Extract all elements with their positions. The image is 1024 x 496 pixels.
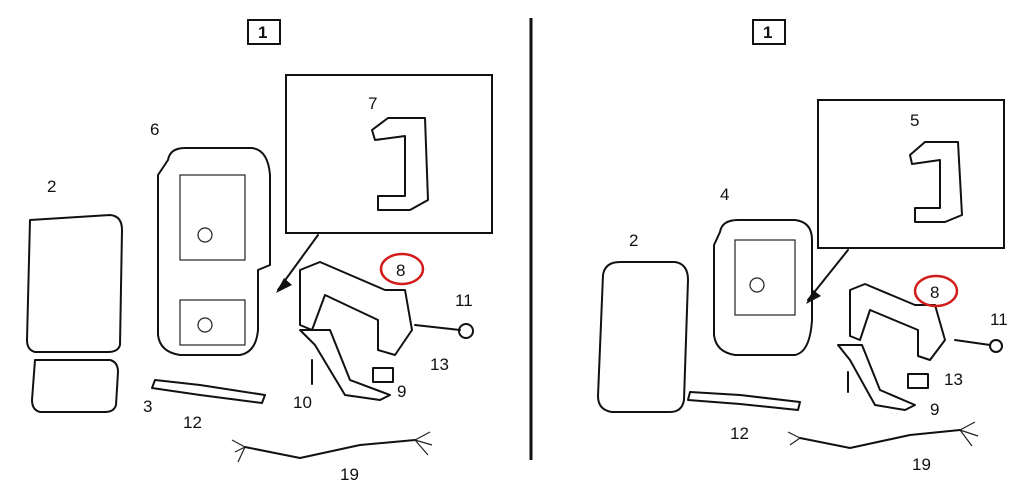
motor-screw-icon (749, 277, 765, 293)
part-6-housing (157, 147, 271, 356)
section-label-box (752, 19, 786, 45)
part-3-glass (31, 359, 119, 413)
callout-9: 9 (397, 382, 406, 401)
part-7-cap (371, 117, 429, 211)
callout-12: 12 (730, 424, 749, 443)
bolt-head (989, 339, 1003, 353)
callout-5: 5 (910, 111, 919, 130)
part-5-cap (909, 141, 963, 223)
part-19-harness (799, 429, 961, 449)
part-2-glass (26, 214, 123, 353)
callout-2: 2 (47, 177, 56, 196)
pointer-arrow-icon (806, 290, 821, 304)
inset-detail-box (817, 99, 1005, 249)
section-label: 1 (258, 23, 267, 42)
callout-11: 11 (990, 310, 1008, 329)
harness-wires (787, 421, 979, 447)
callout-19: 19 (912, 455, 931, 474)
callout-10: 10 (293, 393, 312, 412)
part-9-bracket (299, 329, 391, 401)
inset-detail-box (285, 74, 493, 234)
callout-6: 6 (150, 120, 159, 139)
housing-motor-lower (179, 299, 246, 346)
section-label: 1 (763, 23, 772, 42)
motor-screw-icon (197, 317, 213, 333)
callout-3: 3 (143, 397, 152, 416)
housing-motor (734, 239, 796, 316)
pointer-arrow-icon (276, 278, 292, 293)
bolt-head (458, 323, 474, 339)
part-4-housing (713, 219, 813, 356)
callout-13: 13 (430, 355, 449, 374)
harness-wires (231, 431, 433, 463)
section-label-box (247, 19, 281, 45)
part-12-trim (687, 391, 801, 411)
left-panel: 1 7 6 2 3 8 11 13 (26, 19, 493, 484)
highlight-circle (379, 252, 425, 286)
part-19-harness (244, 439, 416, 459)
callout-4: 4 (720, 185, 729, 204)
callout-19: 19 (340, 465, 359, 484)
part-9-bracket (837, 344, 916, 411)
highlight-circle (913, 274, 959, 308)
motor-screw-icon (197, 227, 213, 243)
callout-12: 12 (183, 413, 202, 432)
callout-8[interactable]: 8 (930, 283, 939, 302)
part-11-bolt (414, 324, 461, 331)
part-8-arm (849, 283, 946, 361)
housing-motor-upper (179, 174, 246, 261)
part-11-bolt (954, 339, 991, 346)
right-panel: 1 5 4 2 8 11 13 9 12 19 (597, 19, 1008, 474)
part-13-cap (372, 367, 394, 383)
part-13-cap (907, 373, 929, 389)
callout-2: 2 (629, 231, 638, 250)
callout-11: 11 (455, 291, 473, 310)
callout-9: 9 (930, 400, 939, 419)
callout-8[interactable]: 8 (396, 261, 405, 280)
callout-7: 7 (368, 94, 377, 113)
part-2-glass (597, 261, 689, 413)
part-12-trim (151, 379, 266, 404)
callout-13: 13 (944, 370, 963, 389)
